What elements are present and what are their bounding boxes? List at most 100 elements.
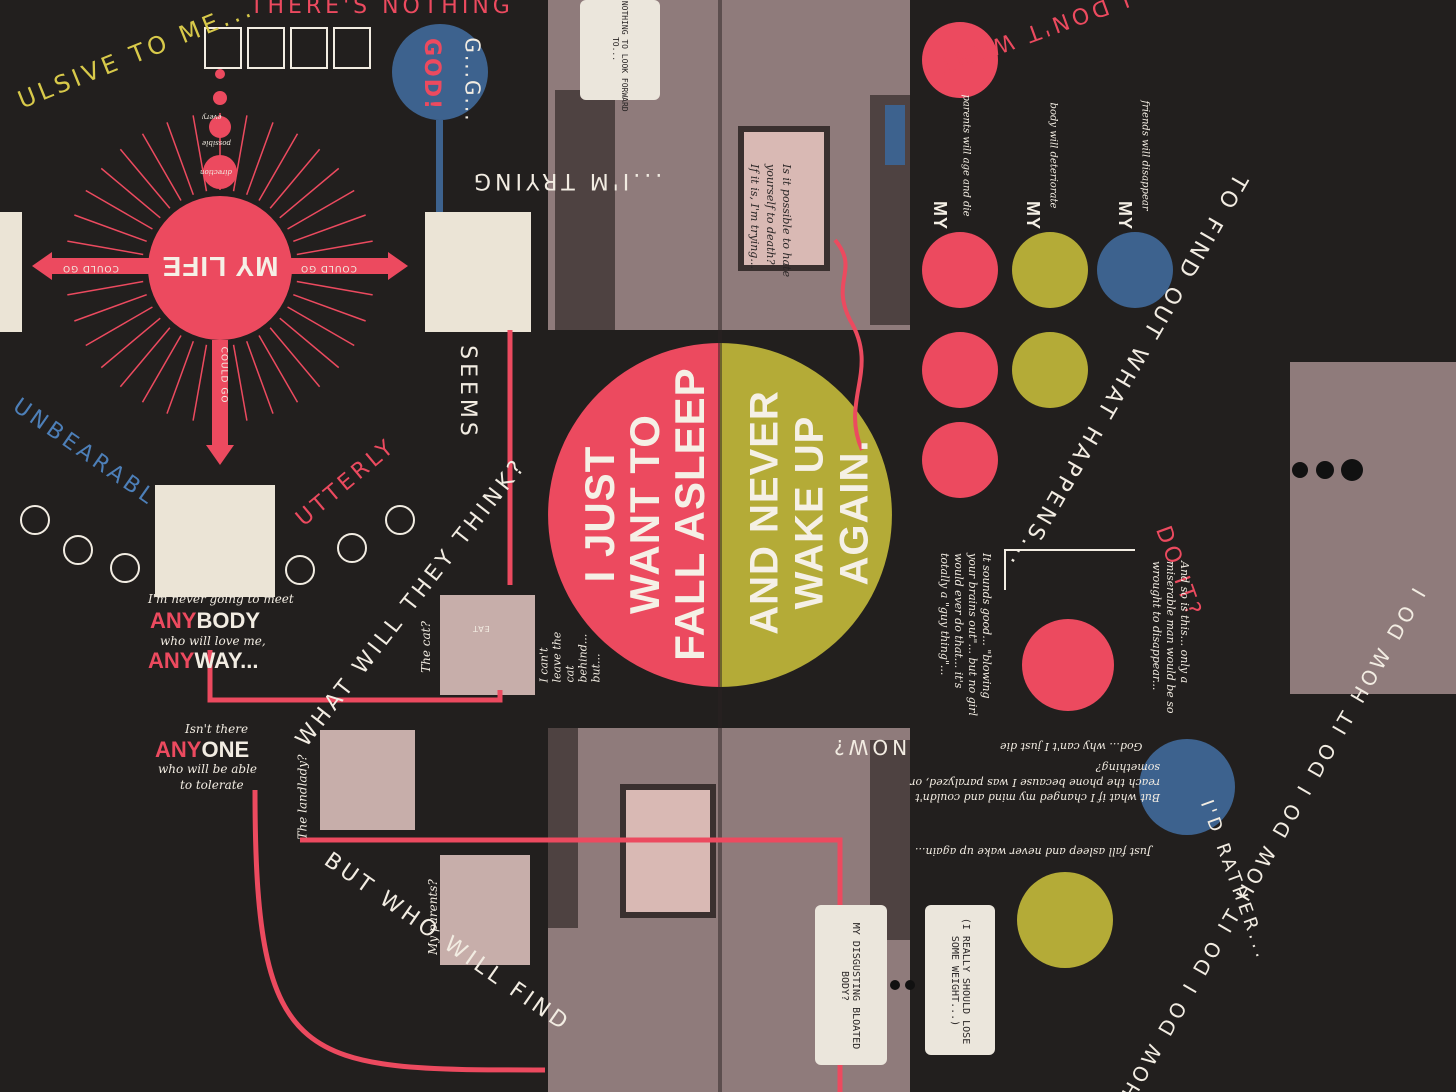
parents-circle <box>922 422 998 498</box>
sunburst-ray <box>232 344 248 421</box>
parents-circle <box>922 232 998 308</box>
arrow-down-shaft <box>212 340 228 450</box>
sunburst-ray <box>141 133 182 201</box>
sunburst-ray <box>296 280 373 296</box>
could-go-left: COULD GO <box>62 263 119 273</box>
sunburst-ray <box>245 122 274 195</box>
gun-circle <box>1022 619 1114 711</box>
could-go-bottom: COULD GO <box>218 346 229 404</box>
note-trying-text: If it is, I'm trying... <box>748 164 761 269</box>
sunburst-ray <box>269 327 321 388</box>
arrow-right-head <box>388 252 408 280</box>
body-circle <box>1012 232 1088 308</box>
face-circle <box>63 535 93 565</box>
anyone-intro: Isn't there <box>185 722 249 736</box>
dot-chain <box>215 69 225 79</box>
face-circle <box>285 555 315 585</box>
anyway-any: ANY <box>148 648 195 673</box>
sunburst-ray <box>67 280 144 296</box>
squiggle-arrow <box>833 238 864 451</box>
anybody-intro: I'm never going to meet <box>148 592 294 606</box>
label-cant-leave: I can't leave the cat behind... but... <box>538 623 603 683</box>
sunburst-ray <box>192 115 208 192</box>
connector-anybody <box>207 650 503 703</box>
dot-chain <box>209 116 231 138</box>
pills-text: Just fall asleep and never wake up again… <box>915 845 1152 858</box>
bottom-door <box>548 728 578 928</box>
arrow-to-gun <box>1004 549 1135 590</box>
face-circle <box>385 505 415 535</box>
arrow-left-shaft <box>50 258 150 274</box>
panel-desk-top <box>425 212 531 332</box>
rope-text: But what if I changed my mind and couldn… <box>910 760 1160 805</box>
arc-top-left-b: THERE'S NOTHING <box>250 0 514 19</box>
panel-landlady <box>320 730 415 830</box>
ellipsis-dot <box>1341 459 1363 481</box>
panel-cat <box>440 595 535 695</box>
bloated-caption-box: MY DISGUSTING BLOATED BODY? <box>815 905 887 1065</box>
face-circle <box>337 533 367 563</box>
anyone-any: ANY <box>155 737 202 762</box>
mylife-title: MY LIFE <box>161 251 279 282</box>
god-bubble-g: G...G... <box>460 37 485 123</box>
connector-bottom <box>252 789 546 1073</box>
rope-text-span: But what if I changed my mind and couldn… <box>910 761 1160 804</box>
top-choice-box <box>333 27 371 69</box>
lose-weight-caption-box: (I REALLY SHOULD LOSE SOME WEIGHT...) <box>925 905 995 1055</box>
arrow-right-shaft <box>290 258 390 274</box>
arc-trying: ...I'M TRYING <box>470 168 663 193</box>
anyone-tolerate: to tolerate <box>180 778 244 792</box>
top-window-glass <box>885 105 905 165</box>
sunburst-ray <box>119 148 171 209</box>
god-bubble-god: GOD! <box>419 37 445 112</box>
friends-circle <box>1097 232 1173 308</box>
sunburst-ray <box>269 148 321 209</box>
pills-circle <box>1017 872 1113 968</box>
top-choice-box <box>290 27 328 69</box>
miserable-text-span: And so is this... only a miserable man w… <box>1150 561 1191 714</box>
sunburst-ray <box>192 344 208 421</box>
word-every: every <box>202 113 222 121</box>
sunburst-ray <box>293 293 366 322</box>
miserable-text: And so is this... only a miserable man w… <box>1149 561 1191 721</box>
my-body-word: MY <box>1023 201 1043 230</box>
central-line-2: WANT TO <box>621 414 668 614</box>
sunburst-ray <box>67 240 144 256</box>
face-circle <box>110 553 140 583</box>
ellipsis-dot <box>905 980 915 990</box>
sunburst-ray <box>287 189 355 230</box>
label-landlady: The landlady? <box>295 754 310 840</box>
sunburst-ray <box>245 341 274 414</box>
anybody-body: BODY <box>196 608 261 633</box>
panel-left-edge <box>0 212 22 332</box>
ellipsis-dot <box>1316 461 1334 479</box>
arc-now: NOW? <box>830 735 908 759</box>
rope-circle <box>1139 739 1235 835</box>
body-circle <box>1012 332 1088 408</box>
central-line-3: FALL ASLEEP <box>666 367 713 661</box>
arrow-down-head <box>206 445 234 465</box>
wall-note <box>744 132 824 265</box>
my-friends-word: MY <box>1115 201 1135 230</box>
sunburst-ray <box>232 115 248 192</box>
god-why-text: God... why can't I just die <box>1000 740 1143 753</box>
nothing-caption-text: ...NOTHING TO LOOK FORWARD TO... <box>611 0 629 112</box>
anyone-one: ONE <box>201 737 250 762</box>
sunburst-ray <box>279 167 340 219</box>
right-room-panel <box>1290 362 1456 694</box>
label-cat: The cat? <box>418 621 433 673</box>
my-friends-text: friends will disappear <box>1139 100 1151 211</box>
label-eat: EAT <box>472 624 490 633</box>
dot-chain <box>203 155 237 189</box>
sunburst-ray <box>166 341 195 414</box>
central-red-half <box>548 343 720 687</box>
dot-chain <box>213 91 227 105</box>
top-door <box>555 90 615 330</box>
parents-circle <box>922 332 998 408</box>
could-go-right: COULD GO <box>300 263 357 273</box>
parents-circle <box>922 22 998 98</box>
sunburst-ray <box>119 327 171 388</box>
ellipsis-dot <box>890 980 900 990</box>
central-line-5: WAKE UP <box>787 415 832 610</box>
